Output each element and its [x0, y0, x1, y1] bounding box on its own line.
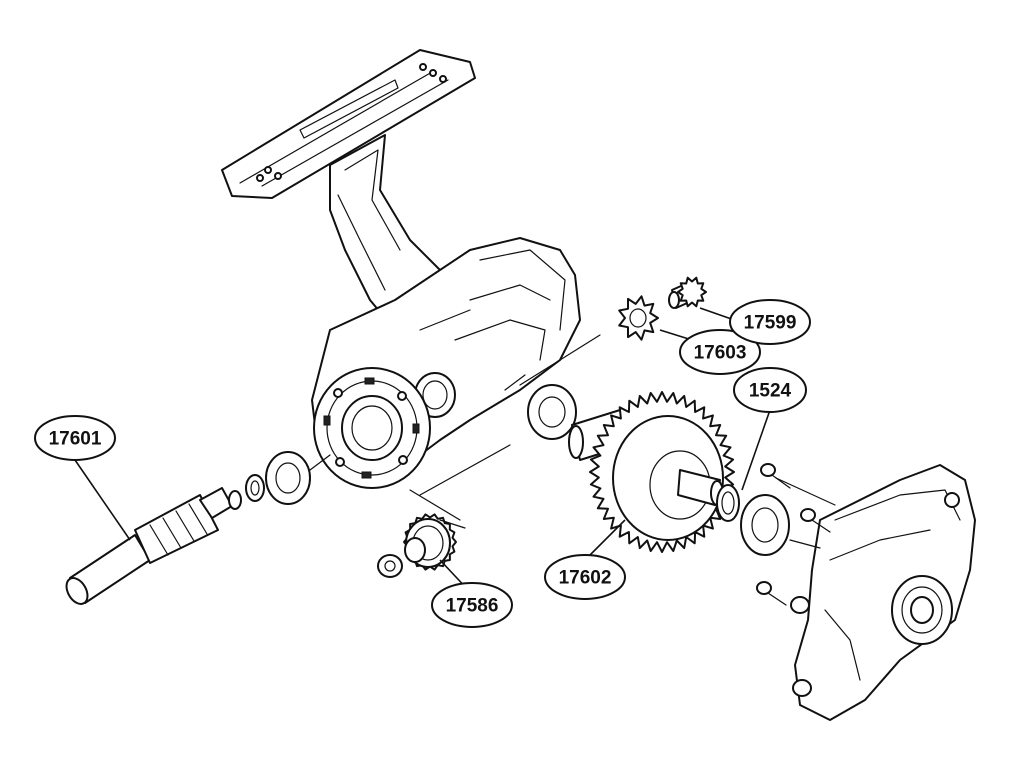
callout-label-17602: 17602	[559, 568, 612, 589]
pinion-bearing-set	[228, 451, 331, 510]
callout-17603: 17603	[679, 329, 761, 375]
callout-label-17599: 17599	[744, 313, 797, 334]
reel-body	[221, 49, 601, 521]
part-1524-washer-bearing	[716, 484, 790, 556]
callout-label-17603: 17603	[694, 343, 747, 364]
callout-17599: 17599	[729, 299, 811, 345]
part-17586-gear	[377, 513, 466, 578]
callout-label-1524: 1524	[749, 381, 792, 402]
callout-label-17586: 17586	[446, 596, 499, 617]
callout-17601: 17601	[34, 415, 116, 461]
callout-1524: 1524	[733, 367, 807, 413]
callout-17602: 17602	[544, 554, 626, 600]
side-cover	[756, 463, 976, 721]
callout-17586: 17586	[431, 582, 513, 628]
part-17603-gear	[618, 295, 659, 341]
part-17599-gear	[668, 276, 707, 309]
part-17601-pinion-shaft	[65, 487, 233, 605]
part-17602-drive-gear	[527, 384, 735, 553]
callout-label-17601: 17601	[49, 429, 102, 450]
